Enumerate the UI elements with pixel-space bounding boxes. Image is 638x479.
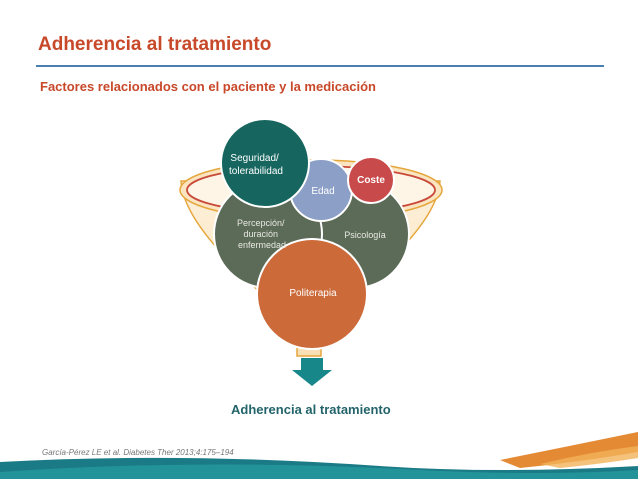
label-seguridad-line1: Seguridad/	[230, 153, 279, 164]
result-label: Adherencia al tratamiento	[231, 402, 391, 417]
factor-coste-circle	[347, 156, 395, 204]
label-edad: Edad	[311, 186, 334, 197]
down-arrow	[292, 358, 332, 386]
label-percepcion-line2: duración	[243, 229, 278, 239]
factor-seguridad-circle	[220, 118, 310, 208]
label-coste: Coste	[357, 175, 385, 186]
label-percepcion-line3: enfermedad	[238, 240, 286, 250]
slide-subtitle: Factores relacionados con el paciente y …	[40, 79, 376, 94]
factor-politerapia-circle	[256, 238, 368, 350]
label-psicologia: Psicología	[344, 230, 386, 240]
slide-title: Adherencia al tratamiento	[38, 34, 272, 55]
label-percepcion-line1: Percepción/	[237, 218, 285, 228]
footer-decoration	[0, 432, 638, 479]
label-seguridad-line2: tolerabilidad	[229, 166, 283, 177]
label-politerapia: Politerapia	[289, 288, 337, 299]
label-seguridad: Seguridad/ tolerabilidad	[229, 153, 283, 177]
label-percepcion: Percepción/ duración enfermedad	[237, 218, 287, 250]
citation: García-Pérez LE et al. Diabetes Ther 201…	[42, 448, 234, 457]
title-rule	[36, 65, 604, 67]
